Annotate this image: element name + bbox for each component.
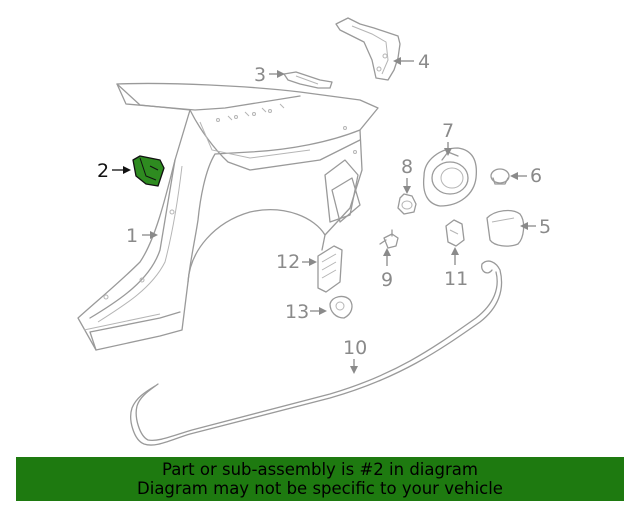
svg-text:12: 12 xyxy=(276,251,300,273)
fitment-notice-banner: Part or sub-assembly is #2 in diagram Di… xyxy=(16,457,624,501)
part-7-filler-housing xyxy=(422,147,478,207)
svg-text:5: 5 xyxy=(539,216,551,238)
bracket-part-2-highlighted xyxy=(132,155,165,187)
callout-8: 8 xyxy=(401,156,413,194)
callout-6: 6 xyxy=(510,165,542,187)
svg-text:2: 2 xyxy=(97,160,109,182)
part-4-bracket xyxy=(335,17,401,81)
part-12-module xyxy=(317,245,343,293)
callout-3: 3 xyxy=(254,64,285,86)
banner-line-disclaimer: Diagram may not be specific to your vehi… xyxy=(137,479,503,498)
callout-12: 12 xyxy=(276,251,317,273)
part-9-clip xyxy=(379,229,399,249)
callout-13: 13 xyxy=(285,301,327,323)
svg-text:11: 11 xyxy=(444,268,468,290)
part-3-trim-piece xyxy=(283,71,333,89)
callout-1: 1 xyxy=(126,225,158,247)
callout-7: 7 xyxy=(442,120,454,156)
callout-2: 2 xyxy=(97,160,131,182)
callout-10: 10 xyxy=(343,337,367,374)
callout-4: 4 xyxy=(393,51,430,73)
part-6-cap xyxy=(490,168,510,185)
parts-diagram: 1 2 3 4 5 6 7 8 9 xyxy=(77,17,551,446)
part-11-latch xyxy=(445,219,465,247)
callout-9: 9 xyxy=(381,248,393,291)
svg-text:4: 4 xyxy=(418,51,430,73)
callout-11: 11 xyxy=(444,247,468,290)
callout-5: 5 xyxy=(520,216,551,238)
part-8-grommet xyxy=(397,193,417,215)
svg-text:10: 10 xyxy=(343,337,367,359)
part-13-actuator xyxy=(329,295,353,319)
banner-line-part-reference: Part or sub-assembly is #2 in diagram xyxy=(162,460,478,479)
part-10-release-cable xyxy=(130,260,503,446)
svg-text:7: 7 xyxy=(442,120,454,142)
svg-text:8: 8 xyxy=(401,156,413,178)
svg-text:9: 9 xyxy=(381,269,393,291)
svg-text:3: 3 xyxy=(254,64,266,86)
svg-text:1: 1 xyxy=(126,225,138,247)
svg-text:6: 6 xyxy=(530,165,542,187)
part-5-fuel-door xyxy=(486,209,525,247)
quarter-panel-part-1 xyxy=(77,82,379,351)
svg-text:13: 13 xyxy=(285,301,309,323)
